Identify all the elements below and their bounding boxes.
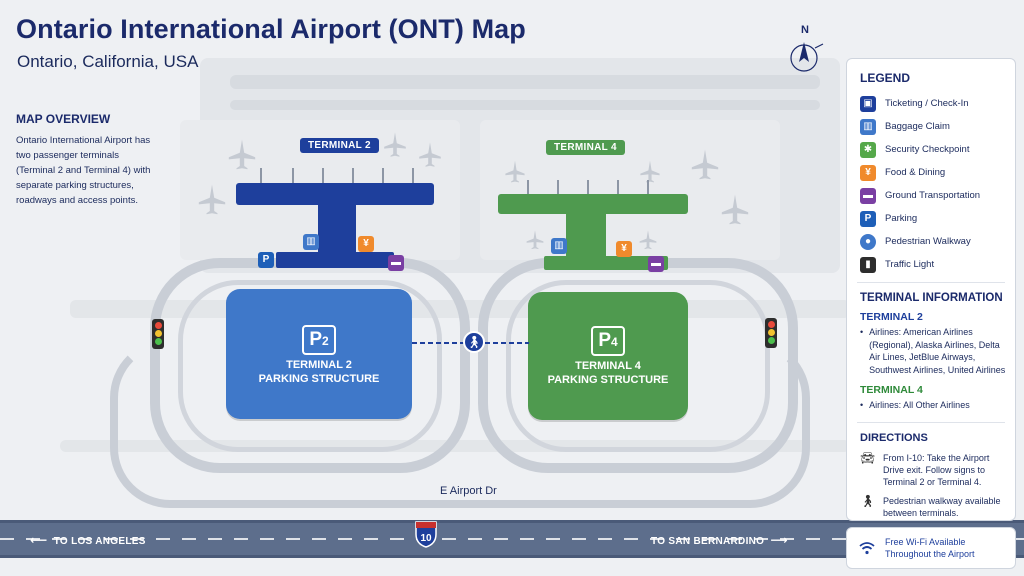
aircraft-layer [198, 132, 749, 250]
traffic-light-icon [152, 319, 164, 349]
terminal-4-label: TERMINAL 4 [546, 140, 625, 155]
pedestrian-walkway [412, 342, 464, 344]
directions-drive-text: From I-10: Take the Airport Drive exit. … [883, 452, 990, 487]
wifi-icon [859, 542, 875, 555]
airport-drive-label: E Airport Dr [440, 485, 497, 497]
food-icon: ¥ [860, 164, 876, 181]
legend-item-label: Pedestrian Walkway [885, 236, 971, 247]
parking-icon: P [860, 210, 876, 227]
terminal-4-building [544, 256, 668, 270]
overview-text: Ontario International Airport has two pa… [16, 135, 151, 206]
west-direction-label: TO LOS ANGELES [53, 536, 146, 547]
directions-heading: DIRECTIONS [860, 431, 928, 444]
terminal-4-connector [566, 210, 606, 260]
page-title: Ontario International Airport (ONT) Map [16, 14, 526, 44]
highway-lane-markings [0, 538, 1024, 540]
parking-icon: P [258, 252, 274, 268]
traffic-light-icon [765, 318, 777, 348]
overview-heading: MAP OVERVIEW [16, 112, 111, 126]
legend-item: ▮ Traffic Light [860, 253, 1015, 276]
compass-north-label: N [801, 24, 809, 36]
legend-list: ▣ Ticketing / Check-In ▥ Baggage Claim ✱ Secu… [847, 92, 1015, 276]
legend-item-label: Traffic Light [885, 259, 935, 270]
terminal-4-concourse [498, 194, 688, 214]
legend-item: ▬ Ground Transportation [860, 184, 1015, 207]
highway-edge [0, 520, 1024, 523]
terminal-2-info-heading: TERMINAL 2 [860, 311, 923, 323]
parking-badge: P4 [591, 326, 625, 356]
east-direction: TO SAN BERNARDINO ⟶ [651, 533, 788, 547]
wifi-panel: Free Wi-Fi Available Throughout the Airp… [846, 527, 1016, 569]
terminal-4-airlines: •Airlines: All Other Airlines [860, 400, 970, 410]
terminal-2-building [276, 252, 394, 268]
car-icon: ▬ [648, 256, 664, 272]
terminal-2-airlines: •Airlines: American Airlines (Regional),… [860, 326, 1010, 376]
legend-item: P Parking [860, 207, 1015, 230]
pedestrian-icon: ● [860, 233, 876, 250]
terminal-info-heading: TERMINAL INFORMATION [860, 292, 1003, 304]
legend-panel: LEGEND ▣ Ticketing / Check-In ▥ Baggage Cla… [846, 58, 1016, 521]
interstate-10-shield: 10 [415, 521, 437, 548]
car-icon: 🚘︎ [860, 450, 876, 465]
legend-item-label: Food & Dining [885, 167, 946, 178]
parking-label-line1: TERMINAL 4 [575, 360, 641, 372]
terminal-2-concourse [236, 183, 434, 205]
food-icon: ¥ [616, 241, 632, 257]
legend-item-label: Baggage Claim [885, 121, 950, 132]
legend-item: ● Pedestrian Walkway [860, 230, 1015, 253]
baggage-icon: ▥ [303, 234, 319, 250]
legend-item-label: Parking [885, 213, 918, 224]
compass-rose: N [785, 24, 831, 80]
pedestrian-icon: 🚶︎ [463, 331, 485, 353]
taxiway [230, 100, 820, 110]
directions-drive: 🚘︎ From I-10: Take the Airport Drive exit… [860, 452, 1010, 488]
car-icon: ▬ [388, 255, 404, 271]
compass-icon [790, 42, 824, 72]
parking-label-line2: PARKING STRUCTURE [547, 374, 669, 386]
pedestrian-walkway [485, 342, 529, 344]
directions-walk: 🚶︎ Pedestrian walkway available between t… [860, 495, 1010, 519]
legend-heading: LEGEND [860, 71, 911, 85]
legend-item-label: Security Checkpoint [885, 144, 970, 155]
legend-item: ▣ Ticketing / Check-In [860, 92, 1015, 115]
terminal-2-connector [318, 200, 356, 260]
terminal-2-parking-structure[interactable]: P2 TERMINAL 2 PARKING STRUCTURE [226, 289, 412, 419]
terminal-4-airlines-text: Airlines: All Other Airlines [869, 400, 970, 410]
baggage-icon: ▥ [551, 238, 567, 254]
highway-edge [0, 555, 1024, 558]
food-icon: ¥ [358, 236, 374, 252]
terminal-2-airlines-text: Airlines: American Airlines (Regional), … [869, 327, 1006, 375]
legend-item: ¥ Food & Dining [860, 161, 1015, 184]
legend-item-label: Ticketing / Check-In [885, 98, 969, 109]
legend-item: ▥ Baggage Claim [860, 115, 1015, 138]
terminal-2-inner-road [178, 280, 442, 452]
apron [480, 120, 780, 260]
page-subtitle: Ontario, California, USA [17, 52, 199, 71]
wifi-text: Free Wi-Fi Available Throughout the Airp… [885, 537, 975, 559]
terminal-4-parking-structure[interactable]: P4 TERMINAL 4 PARKING STRUCTURE [528, 292, 688, 420]
terminal-2-label: TERMINAL 2 [300, 138, 379, 153]
outer-loop-road [110, 338, 810, 508]
parking-label-line1: TERMINAL 2 [286, 359, 352, 371]
interstate-number: 10 [420, 533, 432, 544]
west-direction: ⟵ TO LOS ANGELES [30, 533, 146, 547]
terminal-4-info-heading: TERMINAL 4 [860, 384, 923, 396]
ticketing-icon: ▣ [860, 95, 876, 112]
baggage-icon: ▥ [860, 118, 876, 135]
directions-walk-text: Pedestrian walkway available between ter… [883, 495, 1001, 518]
security-icon: ✱ [860, 141, 876, 158]
taxiway [230, 75, 820, 89]
traffic-light-icon: ▮ [860, 256, 876, 273]
pedestrian-icon: 🚶︎ [860, 493, 876, 508]
legend-item: ✱ Security Checkpoint [860, 138, 1015, 161]
wifi-notice: Free Wi-Fi Available Throughout the Airp… [859, 536, 1015, 560]
parking-label-line2: PARKING STRUCTURE [258, 373, 380, 385]
car-icon: ▬ [860, 187, 876, 204]
east-direction-label: TO SAN BERNARDINO [651, 536, 765, 547]
legend-item-label: Ground Transportation [885, 190, 981, 201]
parking-badge: P2 [302, 325, 336, 355]
